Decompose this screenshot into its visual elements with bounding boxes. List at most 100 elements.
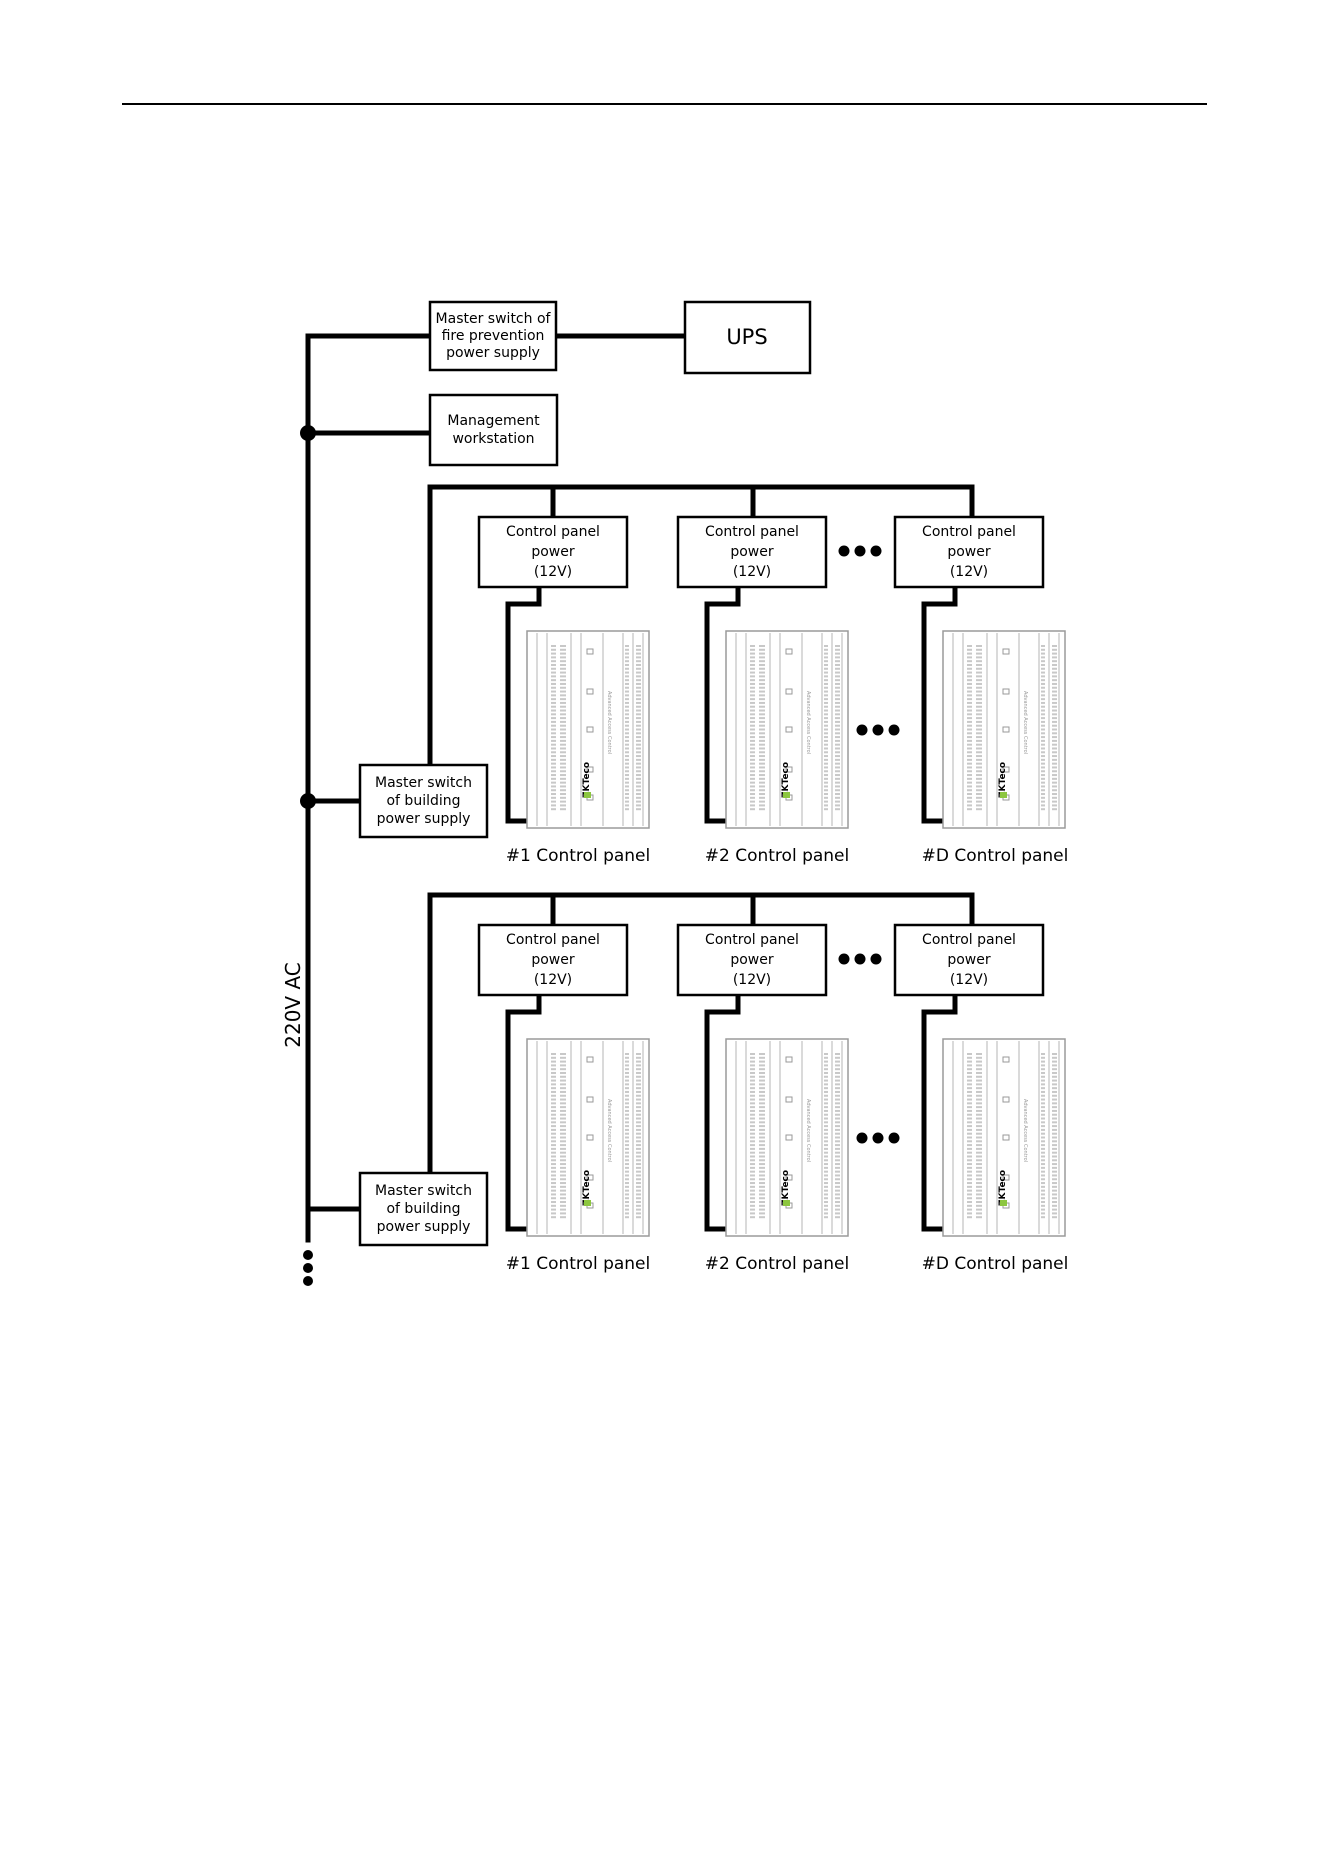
terminal-pin xyxy=(824,690,828,693)
terminal-pin xyxy=(551,690,556,693)
more-power-boxes-ellipsis xyxy=(838,545,850,557)
terminal-pin xyxy=(1052,705,1057,708)
bus-voltage-label: 220V AC xyxy=(281,962,305,1048)
terminal-pin xyxy=(835,1090,840,1093)
terminal-pin xyxy=(636,789,641,792)
terminal-pin xyxy=(835,1056,840,1059)
terminal-pin xyxy=(759,739,765,742)
terminal-pin xyxy=(759,1090,765,1093)
control-panel-label: #1 Control panel xyxy=(506,1254,650,1274)
terminal-pin xyxy=(824,652,828,655)
terminal-pin xyxy=(636,1064,641,1067)
terminal-pin xyxy=(976,1155,982,1158)
terminal-pin xyxy=(551,1204,556,1207)
terminal-pin xyxy=(551,758,556,761)
terminal-pin xyxy=(1052,720,1057,723)
terminal-pin xyxy=(759,1144,765,1147)
terminal-pin xyxy=(1052,758,1057,761)
terminal-pin xyxy=(636,663,641,666)
terminal-pin xyxy=(976,1140,982,1143)
terminal-pin xyxy=(1041,720,1045,723)
terminal-pin xyxy=(636,1113,641,1116)
terminal-pin xyxy=(750,1193,755,1196)
terminal-pin xyxy=(835,1197,840,1200)
terminal-pin xyxy=(967,648,972,651)
fire-switch-box-text-line: Master switch of xyxy=(436,311,552,327)
terminal-pin xyxy=(1052,1212,1057,1215)
indicator xyxy=(1002,726,1010,733)
terminal-pin xyxy=(551,796,556,799)
terminal-pin xyxy=(1041,1151,1045,1154)
terminal-pin xyxy=(560,1185,566,1188)
terminal-pin xyxy=(759,679,765,682)
terminal-pin xyxy=(551,1155,556,1158)
terminal-pin xyxy=(560,732,566,735)
terminal-pin xyxy=(1041,1197,1045,1200)
terminal-pin xyxy=(835,1140,840,1143)
terminal-pin xyxy=(1052,1132,1057,1135)
terminal-pin xyxy=(551,1071,556,1074)
terminal-pin xyxy=(1052,1090,1057,1093)
terminal-pin xyxy=(551,732,556,735)
terminal-pin xyxy=(625,781,629,784)
terminal-pin xyxy=(1052,671,1057,674)
terminal-pin xyxy=(551,698,556,701)
terminal-pin xyxy=(835,758,840,761)
terminal-pin xyxy=(967,1128,972,1131)
terminal-pin xyxy=(976,1079,982,1082)
terminal-pin xyxy=(625,1102,629,1105)
terminal-pin xyxy=(625,1098,629,1101)
terminal-pin xyxy=(835,717,840,720)
terminal-pin xyxy=(1041,1155,1045,1158)
terminal-pin xyxy=(759,660,765,663)
terminal-pin xyxy=(967,796,972,799)
terminal-pin xyxy=(1041,1216,1045,1219)
distribution-line xyxy=(427,484,975,768)
terminal-pin xyxy=(759,694,765,697)
terminal-pin xyxy=(967,1060,972,1063)
terminal-pin xyxy=(759,1087,765,1090)
terminal-pin xyxy=(1052,728,1057,731)
terminal-pin xyxy=(976,1208,982,1211)
terminal-pin xyxy=(625,1132,629,1135)
terminal-pin xyxy=(835,777,840,780)
terminal-pin xyxy=(636,1090,641,1093)
terminal-pin xyxy=(560,648,566,651)
terminal-pin xyxy=(835,671,840,674)
more-panels-ellipsis xyxy=(872,1132,884,1144)
terminal-pin xyxy=(750,713,755,716)
terminal-pin xyxy=(976,1201,982,1204)
terminal-pin xyxy=(560,705,566,708)
terminal-pin xyxy=(750,1132,755,1135)
terminal-pin xyxy=(835,675,840,678)
terminal-pin xyxy=(1052,789,1057,792)
terminal-pin xyxy=(824,739,828,742)
terminal-pin xyxy=(560,770,566,773)
terminal-pin xyxy=(636,736,641,739)
terminal-pin xyxy=(1052,1208,1057,1211)
terminal-pin xyxy=(976,717,982,720)
terminal-pin xyxy=(976,1166,982,1169)
terminal-pin xyxy=(551,1068,556,1071)
terminal-pin xyxy=(1041,1166,1045,1169)
terminal-pin xyxy=(560,1140,566,1143)
terminal-pin xyxy=(759,1166,765,1169)
terminal-pin xyxy=(835,1178,840,1181)
terminal-pin xyxy=(1041,1140,1045,1143)
terminal-pin xyxy=(1041,755,1045,758)
terminal-pin xyxy=(759,1098,765,1101)
terminal-pin xyxy=(560,720,566,723)
terminal-pin xyxy=(824,1121,828,1124)
terminal-pin xyxy=(976,660,982,663)
terminal-pin xyxy=(560,1208,566,1211)
control-panel-power-box-text-line: Control panel xyxy=(705,932,799,948)
control-panel-power-box xyxy=(676,515,828,589)
terminal-pin xyxy=(824,1159,828,1162)
terminal-pin xyxy=(1052,660,1057,663)
terminal-pin xyxy=(759,747,765,750)
terminal-pin xyxy=(976,1212,982,1215)
terminal-pin xyxy=(551,1083,556,1086)
terminal-pin xyxy=(1052,804,1057,807)
terminal-pin xyxy=(1041,1132,1045,1135)
terminal-pin xyxy=(835,682,840,685)
